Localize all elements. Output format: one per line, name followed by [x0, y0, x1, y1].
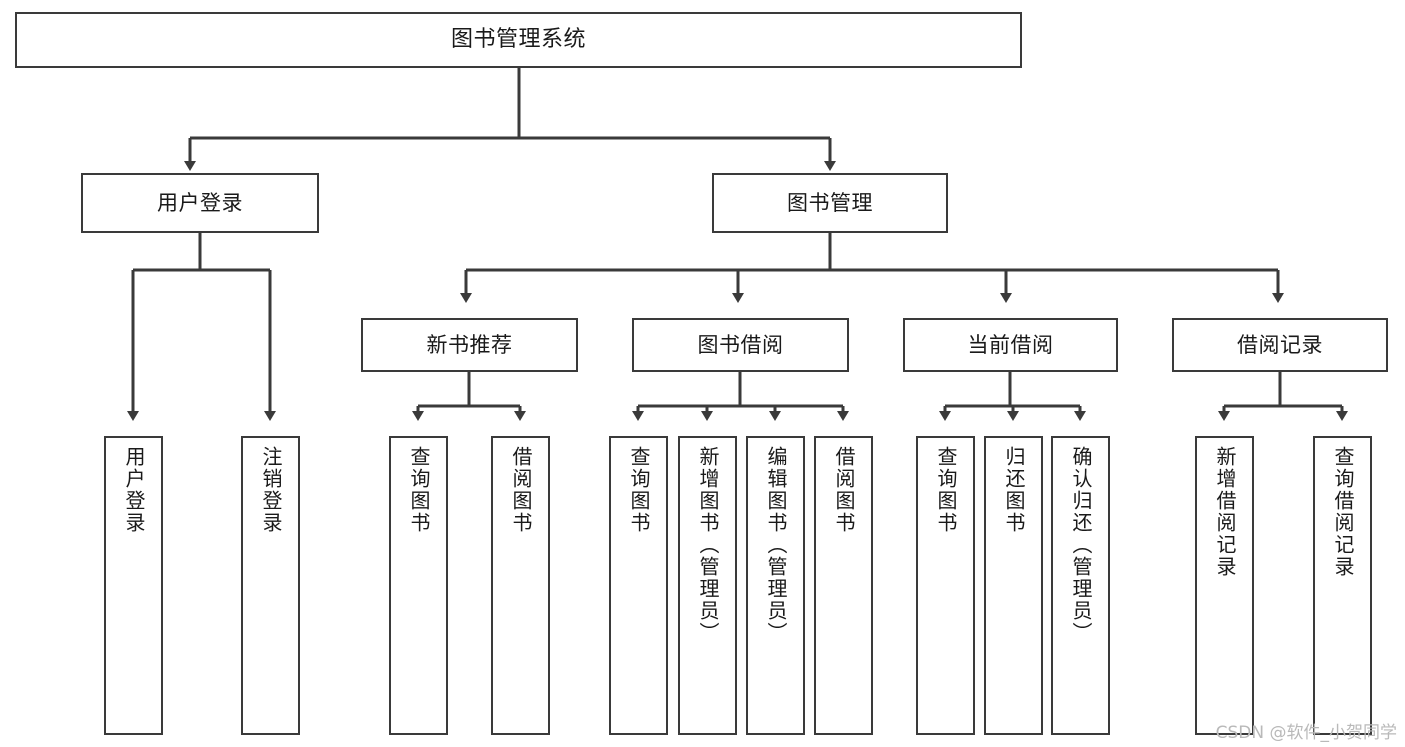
- leaf-query-record[interactable]: 查询借阅记录: [1313, 436, 1372, 735]
- node-root[interactable]: 图书管理系统: [15, 12, 1022, 68]
- leaf-query-book-1-label: 查询图书: [407, 446, 431, 534]
- node-user-login[interactable]: 用户登录: [81, 173, 319, 233]
- node-current-borrow-label: 当前借阅: [967, 332, 1054, 357]
- leaf-user-logout-label: 注销登录: [259, 446, 283, 534]
- leaf-borrow-book-2[interactable]: 借阅图书: [814, 436, 873, 735]
- leaf-return-book[interactable]: 归还图书: [984, 436, 1043, 735]
- node-current-borrow[interactable]: 当前借阅: [903, 318, 1118, 372]
- leaf-query-book-2-label: 查询图书: [627, 446, 651, 534]
- node-book-borrow-label: 图书借阅: [697, 332, 784, 357]
- leaf-borrow-book-1[interactable]: 借阅图书: [491, 436, 550, 735]
- node-borrow-record[interactable]: 借阅记录: [1172, 318, 1388, 372]
- leaf-edit-book[interactable]: 编辑图书（管理员）: [746, 436, 805, 735]
- leaf-return-book-label: 归还图书: [1002, 446, 1026, 534]
- leaf-confirm-return-label: 确认归还（管理员）: [1069, 446, 1093, 644]
- node-new-book-recommend-label: 新书推荐: [426, 332, 513, 357]
- leaf-edit-book-label: 编辑图书（管理员）: [764, 446, 788, 644]
- node-borrow-record-label: 借阅记录: [1237, 332, 1323, 357]
- leaf-query-book-3-label: 查询图书: [934, 446, 958, 534]
- leaf-query-record-label: 查询借阅记录: [1331, 446, 1355, 578]
- leaf-query-book-3[interactable]: 查询图书: [916, 436, 975, 735]
- node-book-management-label: 图书管理: [787, 190, 873, 215]
- leaf-user-logout[interactable]: 注销登录: [241, 436, 300, 735]
- node-book-management[interactable]: 图书管理: [712, 173, 948, 233]
- node-root-label: 图书管理系统: [450, 27, 586, 53]
- csdn-watermark: CSDN @软件_小贺同学: [1215, 723, 1397, 743]
- leaf-add-book-label: 新增图书（管理员）: [696, 446, 720, 644]
- leaf-add-record[interactable]: 新增借阅记录: [1195, 436, 1254, 735]
- node-user-login-label: 用户登录: [157, 190, 243, 215]
- leaf-user-login[interactable]: 用户登录: [104, 436, 163, 735]
- leaf-borrow-book-2-label: 借阅图书: [832, 446, 856, 534]
- node-new-book-recommend[interactable]: 新书推荐: [361, 318, 578, 372]
- leaf-borrow-book-1-label: 借阅图书: [509, 446, 533, 534]
- leaf-query-book-2[interactable]: 查询图书: [609, 436, 668, 735]
- leaf-add-book[interactable]: 新增图书（管理员）: [678, 436, 737, 735]
- leaf-query-book-1[interactable]: 查询图书: [389, 436, 448, 735]
- leaf-add-record-label: 新增借阅记录: [1213, 446, 1237, 578]
- leaf-user-login-label: 用户登录: [122, 446, 146, 534]
- node-book-borrow[interactable]: 图书借阅: [632, 318, 849, 372]
- leaf-confirm-return[interactable]: 确认归还（管理员）: [1051, 436, 1110, 735]
